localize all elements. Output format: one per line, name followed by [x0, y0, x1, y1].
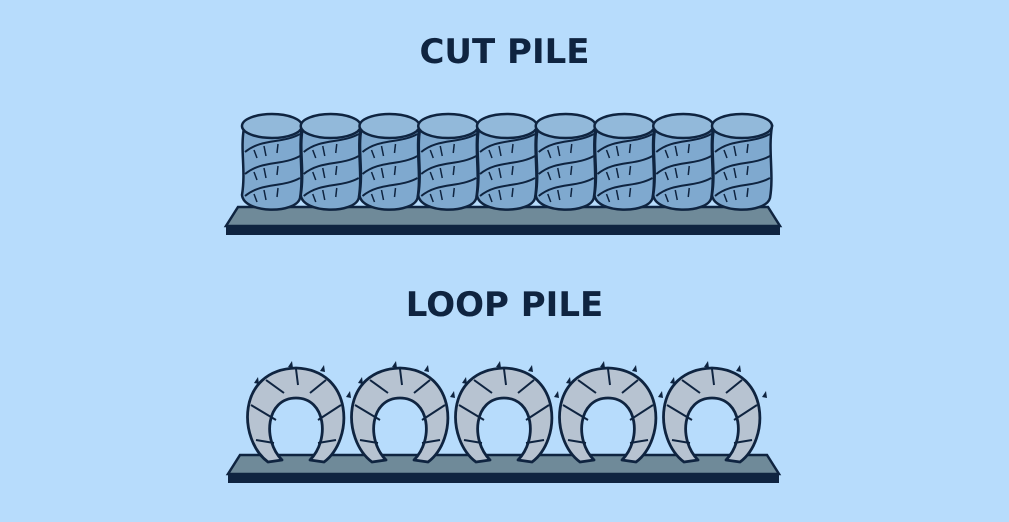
cut-pile-tuft	[475, 112, 539, 211]
loop-pile-title: LOOP PILE	[405, 285, 604, 325]
cut-pile-tuft	[710, 112, 774, 211]
cut-pile-tuft	[358, 112, 421, 211]
cut-pile-tuft	[593, 112, 656, 211]
loop-pile-loop	[246, 361, 351, 464]
cut-pile-tuft	[240, 112, 304, 211]
loop-pile-loops	[246, 361, 767, 464]
loop-pile-loop	[454, 361, 559, 464]
loop-pile-loop	[662, 361, 767, 464]
cut-pile-backing	[223, 205, 783, 235]
cut-pile-tufts	[240, 112, 774, 211]
cut-pile-tuft	[299, 112, 363, 211]
loop-pile-loop	[558, 361, 663, 464]
cut-pile-title: CUT PILE	[419, 32, 590, 72]
cut-pile-tuft	[416, 112, 480, 211]
cut-pile-tuft	[651, 112, 715, 211]
loop-pile-loop	[350, 361, 455, 464]
cut-pile-tuft	[534, 112, 598, 211]
